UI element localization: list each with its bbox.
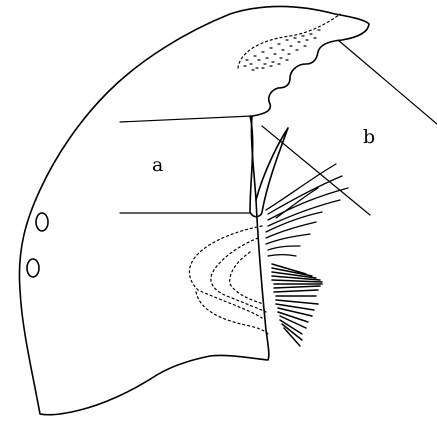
setae-lower: [272, 264, 322, 346]
label-a: a: [152, 156, 163, 175]
dotted-patch-outline: [238, 14, 340, 68]
mandible-outline: [19, 6, 369, 414]
setae-upper: [266, 164, 348, 256]
label-b: b: [363, 128, 375, 147]
condyle-lower: [27, 259, 39, 277]
molar-dotted-outline: [189, 226, 268, 334]
leader-line-a-upper: [120, 116, 252, 122]
condyle-upper: [36, 213, 48, 231]
leader-line-b-tip: [338, 40, 437, 124]
